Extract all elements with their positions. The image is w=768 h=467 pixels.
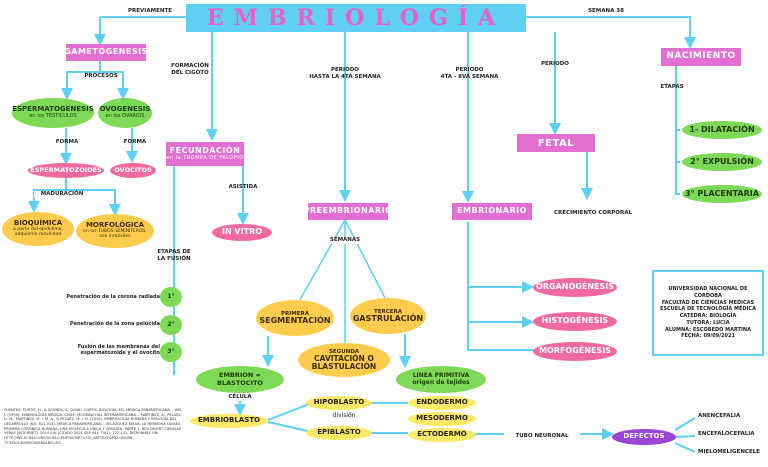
label-periodo: PERIODO xyxy=(541,61,569,67)
label-anencefalia: ANENCEFALIA xyxy=(698,413,741,419)
node-fetal: FETAL xyxy=(517,134,595,152)
node-primera-segmentacion: PRIMERA SEGMENTACIÓN xyxy=(256,300,334,336)
node-embrioblasto: EMBRIOBLASTO xyxy=(190,414,268,428)
node-expulsion: 2° EXPULSIÓN xyxy=(682,153,762,171)
node-segunda: SEGUNDA xyxy=(328,348,360,355)
node-defectos: DEFECTOS xyxy=(612,429,676,445)
node-espermatozoides: ESPERMATOZOIDES xyxy=(28,163,104,178)
node-embrion-blastocito: EMBRION = BLASTOCITO xyxy=(196,366,284,393)
node-ovogenesis: OVOGENESIS en los OVARIOS xyxy=(98,98,152,128)
node-ovocitos: OVOCITOS xyxy=(110,163,156,178)
label-fusion-1: Penetración de la corona radiada xyxy=(66,294,160,300)
node-epiblasto: EPIBLASTO xyxy=(306,426,372,440)
node-ovogenesis-sub: en los OVARIOS xyxy=(105,113,145,120)
node-ectodermo: ECTODERMO xyxy=(408,428,476,442)
node-morfologica: MORFOLÓGICA en los TUBOS SEMINÍFEROS, so… xyxy=(76,214,154,248)
node-espermatogenesis-title: ESPERMATOGENESIS xyxy=(12,105,94,114)
node-morfologica-sub: en los TUBOS SEMINÍFEROS, son inmóviles xyxy=(83,228,147,239)
main-title: EMBRIOLOGÍA xyxy=(186,4,526,32)
node-endodermo: ENDODERMO xyxy=(408,396,476,410)
node-fecundacion-sub: en la TROMPA DE FALOPIO xyxy=(166,154,244,161)
label-periodo48: PERIODO 4TA - 8VA SEMANA xyxy=(440,67,499,80)
label-etapas-fusion: ETAPAS DE LA FUSIÓN xyxy=(157,249,191,262)
label-crecimiento: CRECIMIENTO CORPORAL xyxy=(554,210,632,216)
info-line-3: ESCUELA DE TECNOLOGÍA MÉDICA xyxy=(660,306,756,313)
node-tercera-gastrulacion: TERCERA GASTRULACIÓN xyxy=(350,298,426,334)
info-line-6: ALUMNA: ESCOBEDO MARTINA xyxy=(665,326,751,333)
node-embrionario: EMBRIONARIO xyxy=(452,203,532,220)
info-line-7: FECHA: 09/09/2021 xyxy=(681,333,735,340)
node-fusion-1: 1° xyxy=(160,287,182,307)
label-etapas: ETAPAS xyxy=(660,84,684,90)
node-bioquimica-sub: a partir del epidídimo, adquieren movili… xyxy=(13,226,63,237)
node-placentaria: 3° PLACENTARIA xyxy=(682,185,762,203)
node-hipoblasto: HIPOBLASTO xyxy=(306,396,372,410)
node-ovogenesis-title: OVOGENESIS xyxy=(99,105,151,114)
node-in-vitro: IN VITRO xyxy=(212,224,272,241)
info-line-1: UNIVERSIDAD NACIONAL DE CORDOBA xyxy=(668,286,748,299)
label-semanas: SEMANAS xyxy=(320,237,370,244)
node-linea-primitiva: LINEA PRIMITIVA origen de tejidos xyxy=(396,366,486,393)
node-organogenesis: ORGANOGÉNESIS xyxy=(533,278,617,297)
node-tercera: TERCERA xyxy=(373,308,403,315)
label-procesos: PROCESOS xyxy=(84,73,118,79)
label-asistida: ASISTIDA xyxy=(228,184,258,190)
node-fusion-2: 2° xyxy=(160,315,182,335)
label-encefalocefalia: ENCEFALOCEFALIA xyxy=(698,431,755,437)
node-dilatacion: 1- DILATACIÓN xyxy=(682,121,762,139)
node-preembrionario: PREEMBRIONARIO xyxy=(304,203,392,220)
node-espermatogenesis: ESPERMATOGENESIS en los TESTICULOS xyxy=(12,98,94,128)
node-espermatogenesis-sub: en los TESTICULOS xyxy=(29,113,77,120)
label-maduracion: MADURACIÓN xyxy=(34,191,90,198)
info-box: UNIVERSIDAD NACIONAL DE CORDOBA FACULTAD… xyxy=(652,270,764,356)
node-gametogenesis: GAMETOGENESIS xyxy=(64,44,147,61)
label-forma-1: FORMA xyxy=(55,139,79,145)
node-segunda-cavitacion: SEGUNDA CAVITACIÓN O BLASTULACIÓN xyxy=(298,343,390,377)
node-segmentacion: SEGMENTACIÓN xyxy=(259,315,331,325)
label-tubo-neuronal: TUBO NEURONAL xyxy=(504,433,580,440)
node-bioquimica: BIOQUÍMICA a partir del epidídimo, adqui… xyxy=(2,212,74,246)
label-semana38: SEMANA 38 xyxy=(588,8,624,14)
node-fecundacion-title: FECUNDACIÓN xyxy=(169,145,241,155)
node-mesodermo: MESODERMO xyxy=(408,412,476,426)
label-division: división xyxy=(332,412,356,419)
label-periodo4: PERIODO HASTA LA 4TA SEMANA xyxy=(309,67,381,80)
node-morfologica-title: MORFOLÓGICA xyxy=(85,221,145,230)
node-fusion-3: 3° xyxy=(160,342,182,362)
info-line-4: CATEDRA: BIOLOGÍA xyxy=(679,313,737,319)
node-nacimiento: NACIMIENTO xyxy=(661,48,741,66)
references: FUENTES: CURTIS, H., & SCHNEK, A. (2008)… xyxy=(4,408,183,445)
node-bioquimica-title: BIOQUÍMICA xyxy=(13,219,63,228)
label-previamente: PREVIAMENTE xyxy=(128,8,172,14)
label-fusion-2: Penetración de la zona pelúcida xyxy=(69,321,160,327)
node-histogenesis: HISTOGÉNESIS xyxy=(533,312,617,331)
info-line-5: TUTORA: LUCIA xyxy=(686,319,730,326)
label-forma-2: FORMA xyxy=(123,139,147,145)
node-cavitacion: CAVITACIÓN O BLASTULACIÓN xyxy=(311,353,377,372)
node-morfogenesis: MORFOGÉNESIS xyxy=(533,342,617,361)
node-gastrulacion: GASTRULACIÓN xyxy=(352,313,424,323)
label-formacion: FORMACIÓN DEL CIGOTO xyxy=(171,63,209,76)
node-fecundacion: FECUNDACIÓN en la TROMPA DE FALOPIO xyxy=(166,142,244,166)
label-mielomeligencele: MIELOMELIGENCELE xyxy=(698,449,760,455)
info-line-2: FACULTAD DE CIENCIAS MEDICAS xyxy=(661,299,755,306)
label-fusion-3: Fusión de las membranas del espermatozoi… xyxy=(77,344,160,357)
node-primera: PRIMERA xyxy=(280,310,310,317)
label-celula: CÉLULA xyxy=(222,394,258,401)
